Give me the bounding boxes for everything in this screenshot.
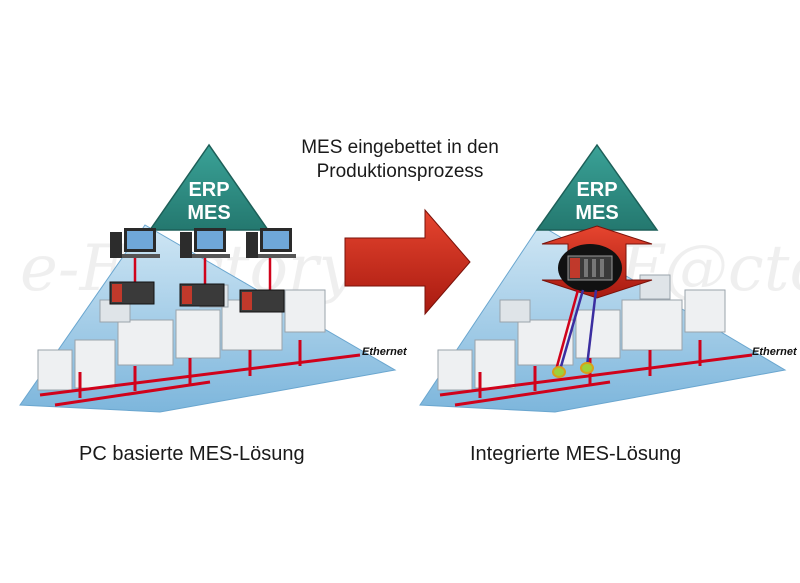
controller-links <box>554 289 598 371</box>
transition-arrow <box>344 208 471 316</box>
pc-workstation-3 <box>246 228 296 258</box>
right-panel: Ethernet ERP MES <box>419 143 798 413</box>
diagram-title-line-1: MES eingebettet in den <box>301 137 499 158</box>
plc-unit-1 <box>109 281 155 305</box>
pc-plc-cables-left <box>133 258 272 290</box>
pc-workstations-left <box>110 228 296 258</box>
pc-workstation-1 <box>110 228 160 258</box>
plc-unit-2 <box>179 283 225 307</box>
caption-left: PC basierte MES-Lösung <box>79 443 305 465</box>
production-machines-right <box>437 274 726 391</box>
caption-right: Integrierte MES-Lösung <box>470 443 682 465</box>
plc-units-left <box>109 281 285 313</box>
integrated-mes-controller <box>558 244 622 292</box>
ethernet-network-left <box>39 340 361 407</box>
plc-unit-3 <box>239 289 285 313</box>
pc-workstation-2 <box>180 228 230 258</box>
diagram-title-line-2: Produktionsprozess <box>316 161 484 182</box>
machine-nodes <box>552 362 594 378</box>
ethernet-label-right: Ethernet <box>752 346 798 358</box>
ethernet-label-left: Ethernet <box>362 346 408 358</box>
pyramid-label-mes-left: MES <box>187 202 230 224</box>
pyramid-label-mes-right: MES <box>575 202 618 224</box>
pyramid-label-erp-left: ERP <box>188 179 229 201</box>
diagram-title: MES eingebettet in den Produktionsprozes… <box>250 136 550 184</box>
pyramid-label-erp-right: ERP <box>576 179 617 201</box>
ethernet-network-right <box>439 340 753 407</box>
left-panel: Ethernet ERP MES <box>19 143 408 413</box>
